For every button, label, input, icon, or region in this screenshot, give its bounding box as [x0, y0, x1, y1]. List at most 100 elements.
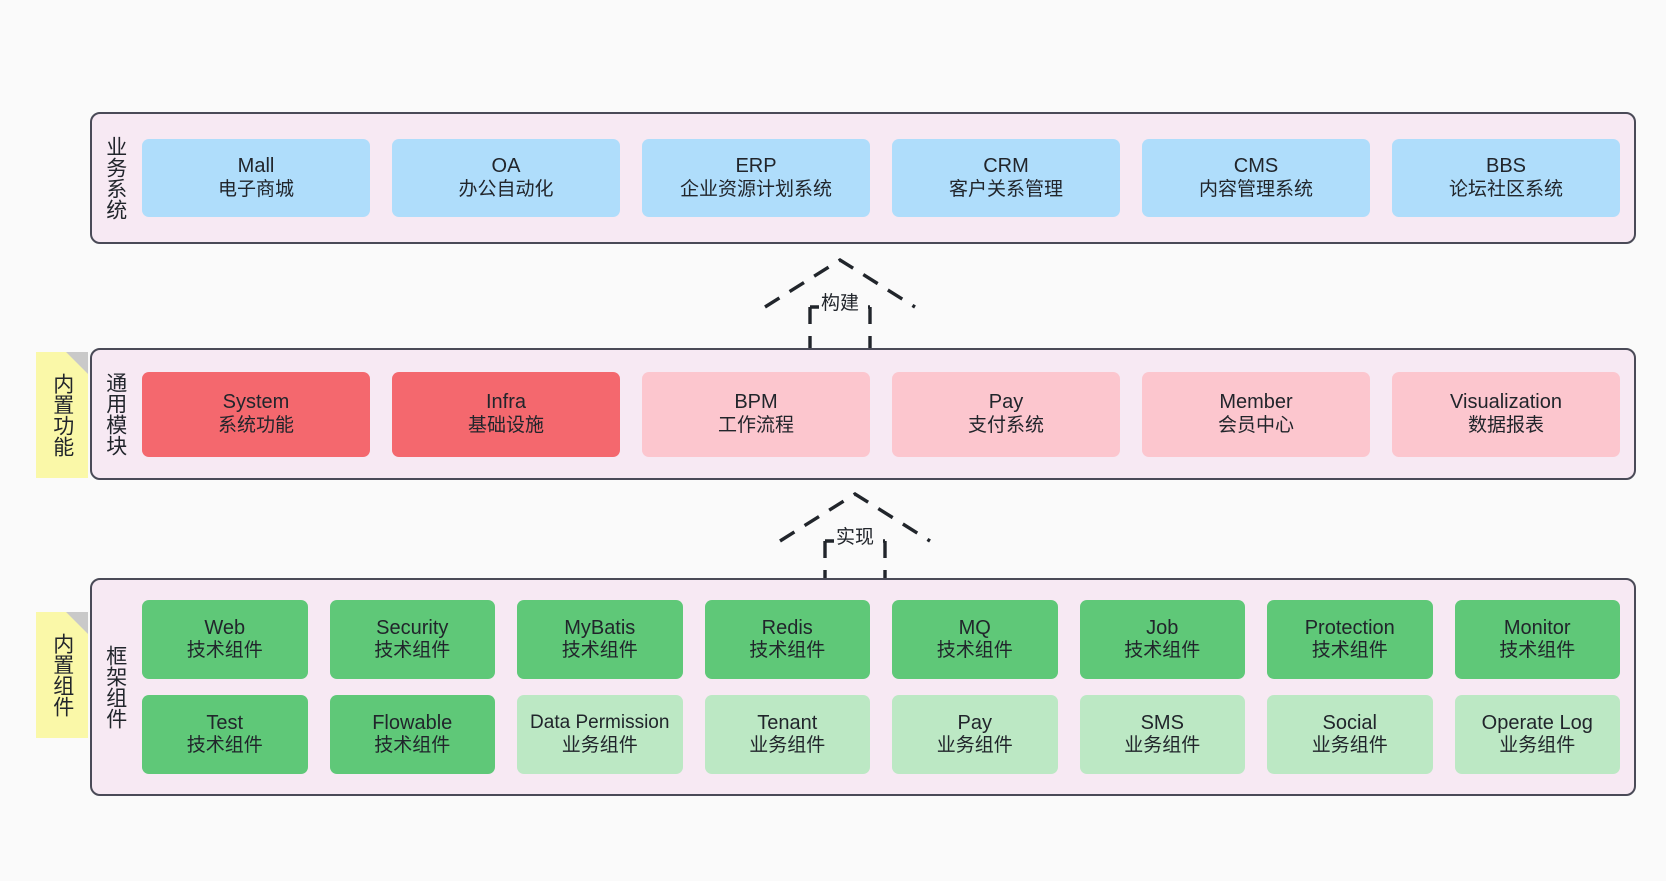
card-pay-module[interactable]: Pay 支付系统: [892, 371, 1120, 457]
layer-title-business-systems: 业务系统: [103, 136, 127, 220]
card-social-en: Social: [1322, 711, 1377, 734]
card-security-cn: 技术组件: [374, 640, 451, 662]
card-infra-en: Infra: [485, 391, 527, 413]
sticky-note-builtin-components-label: 内置组件: [50, 633, 74, 717]
card-job[interactable]: Job 技术组件: [1079, 600, 1245, 679]
card-member-en: Member: [1219, 391, 1293, 413]
sticky-note-builtin-functions-label: 内置功能: [50, 373, 74, 457]
card-oa-en: OA: [491, 155, 521, 177]
card-protection-cn: 技术组件: [1311, 640, 1388, 662]
sticky-fold-corner-icon: [66, 612, 88, 634]
card-visualization-en: Visualization: [1450, 391, 1562, 413]
card-flowable-cn: 技术组件: [374, 735, 451, 757]
layer-body-framework-components: Web 技术组件 Security 技术组件 MyBatis 技术组件 Redi…: [138, 580, 1634, 794]
card-infra-cn: 基础设施: [467, 414, 544, 436]
card-bbs-en: BBS: [1485, 155, 1527, 177]
card-security-en: Security: [376, 616, 449, 639]
layer-common-modules: 通用模块 System 系统功能 Infra 基础设施 BPM 工作流程 Pay…: [90, 348, 1636, 480]
card-pay-module-cn: 支付系统: [967, 414, 1044, 436]
card-mybatis-en: MyBatis: [564, 616, 636, 639]
card-tenant[interactable]: Tenant 业务组件: [704, 695, 870, 774]
card-redis[interactable]: Redis 技术组件: [704, 600, 870, 679]
card-operate-log-en: Operate Log: [1481, 711, 1593, 734]
framework-tech-row: Web 技术组件 Security 技术组件 MyBatis 技术组件 Redi…: [142, 600, 1620, 679]
card-system-cn: 系统功能: [217, 414, 294, 436]
card-erp-cn: 企业资源计划系统: [679, 178, 832, 200]
card-erp-en: ERP: [735, 155, 777, 177]
card-mq-cn: 技术组件: [936, 640, 1013, 662]
card-test-en: Test: [206, 711, 244, 734]
card-sms-cn: 业务组件: [1124, 735, 1201, 757]
layer-business-systems: 业务系统 Mall 电子商城 OA 办公自动化 ERP 企业资源计划系统 CRM…: [90, 112, 1636, 244]
card-mall[interactable]: Mall 电子商城: [142, 139, 370, 217]
card-cms-en: CMS: [1233, 155, 1279, 177]
card-bbs-cn: 论坛社区系统: [1448, 178, 1563, 200]
card-redis-cn: 技术组件: [749, 640, 826, 662]
card-cms-cn: 内容管理系统: [1198, 178, 1313, 200]
sticky-note-builtin-functions: 内置功能: [36, 352, 88, 478]
card-security[interactable]: Security 技术组件: [329, 600, 495, 679]
card-crm[interactable]: CRM 客户关系管理: [892, 139, 1120, 217]
card-infra[interactable]: Infra 基础设施: [392, 371, 620, 457]
card-protection[interactable]: Protection 技术组件: [1267, 600, 1433, 679]
common-modules-row: System 系统功能 Infra 基础设施 BPM 工作流程 Pay 支付系统…: [142, 371, 1620, 457]
card-visualization[interactable]: Visualization 数据报表: [1392, 371, 1620, 457]
arrow-build: 构建: [755, 252, 925, 352]
arrow-build-label: 构建: [818, 288, 862, 315]
card-bpm-en: BPM: [734, 391, 778, 413]
card-test[interactable]: Test 技术组件: [142, 695, 308, 774]
card-oa[interactable]: OA 办公自动化: [392, 139, 620, 217]
card-operate-log[interactable]: Operate Log 业务组件: [1454, 695, 1620, 774]
card-pay-module-en: Pay: [988, 391, 1024, 413]
card-monitor-cn: 技术组件: [1499, 640, 1576, 662]
card-web[interactable]: Web 技术组件: [142, 600, 308, 679]
arrow-realize-label: 实现: [833, 522, 877, 549]
layer-body-common-modules: System 系统功能 Infra 基础设施 BPM 工作流程 Pay 支付系统…: [138, 350, 1634, 478]
card-tenant-cn: 业务组件: [749, 735, 826, 757]
card-flowable-en: Flowable: [372, 711, 453, 734]
card-crm-cn: 客户关系管理: [948, 178, 1063, 200]
card-mq[interactable]: MQ 技术组件: [892, 600, 1058, 679]
card-flowable[interactable]: Flowable 技术组件: [329, 695, 495, 774]
card-monitor-en: Monitor: [1503, 616, 1571, 639]
card-member[interactable]: Member 会员中心: [1142, 371, 1370, 457]
card-web-en: Web: [204, 616, 246, 639]
card-member-cn: 会员中心: [1217, 414, 1294, 436]
card-bpm[interactable]: BPM 工作流程: [642, 371, 870, 457]
layer-framework-components: 框架组件 Web 技术组件 Security 技术组件 MyBatis 技术组件…: [90, 578, 1636, 796]
card-bbs[interactable]: BBS 论坛社区系统: [1392, 139, 1620, 217]
card-system[interactable]: System 系统功能: [142, 371, 370, 457]
card-system-en: System: [222, 391, 290, 413]
card-erp[interactable]: ERP 企业资源计划系统: [642, 139, 870, 217]
card-job-en: Job: [1146, 616, 1179, 639]
card-social[interactable]: Social 业务组件: [1267, 695, 1433, 774]
layer-title-common-modules: 通用模块: [103, 372, 127, 456]
card-bpm-cn: 工作流程: [717, 414, 794, 436]
card-sms[interactable]: SMS 业务组件: [1079, 695, 1245, 774]
card-monitor[interactable]: Monitor 技术组件: [1454, 600, 1620, 679]
card-visualization-cn: 数据报表: [1467, 414, 1544, 436]
card-job-cn: 技术组件: [1124, 640, 1201, 662]
layer-body-business-systems: Mall 电子商城 OA 办公自动化 ERP 企业资源计划系统 CRM 客户关系…: [138, 114, 1634, 242]
card-pay-component[interactable]: Pay 业务组件: [892, 695, 1058, 774]
card-mall-en: Mall: [237, 155, 275, 177]
card-test-cn: 技术组件: [186, 735, 263, 757]
card-operate-log-cn: 业务组件: [1499, 735, 1576, 757]
card-data-permission[interactable]: Data Permission 业务组件: [517, 695, 683, 774]
layer-title-framework-components: 框架组件: [103, 645, 127, 729]
sticky-note-builtin-components: 内置组件: [36, 612, 88, 738]
card-cms[interactable]: CMS 内容管理系统: [1142, 139, 1370, 217]
card-pay-component-cn: 业务组件: [936, 735, 1013, 757]
card-sms-en: SMS: [1140, 711, 1184, 734]
card-social-cn: 业务组件: [1311, 735, 1388, 757]
card-pay-component-en: Pay: [957, 711, 992, 734]
card-mybatis-cn: 技术组件: [561, 640, 638, 662]
card-mall-cn: 电子商城: [217, 178, 294, 200]
card-mybatis[interactable]: MyBatis 技术组件: [517, 600, 683, 679]
framework-business-row: Test 技术组件 Flowable 技术组件 Data Permission …: [142, 695, 1620, 774]
card-tenant-en: Tenant: [757, 711, 818, 734]
card-data-permission-cn: 业务组件: [561, 734, 638, 756]
arrow-realize: 实现: [770, 486, 940, 586]
card-mq-en: MQ: [958, 616, 991, 639]
